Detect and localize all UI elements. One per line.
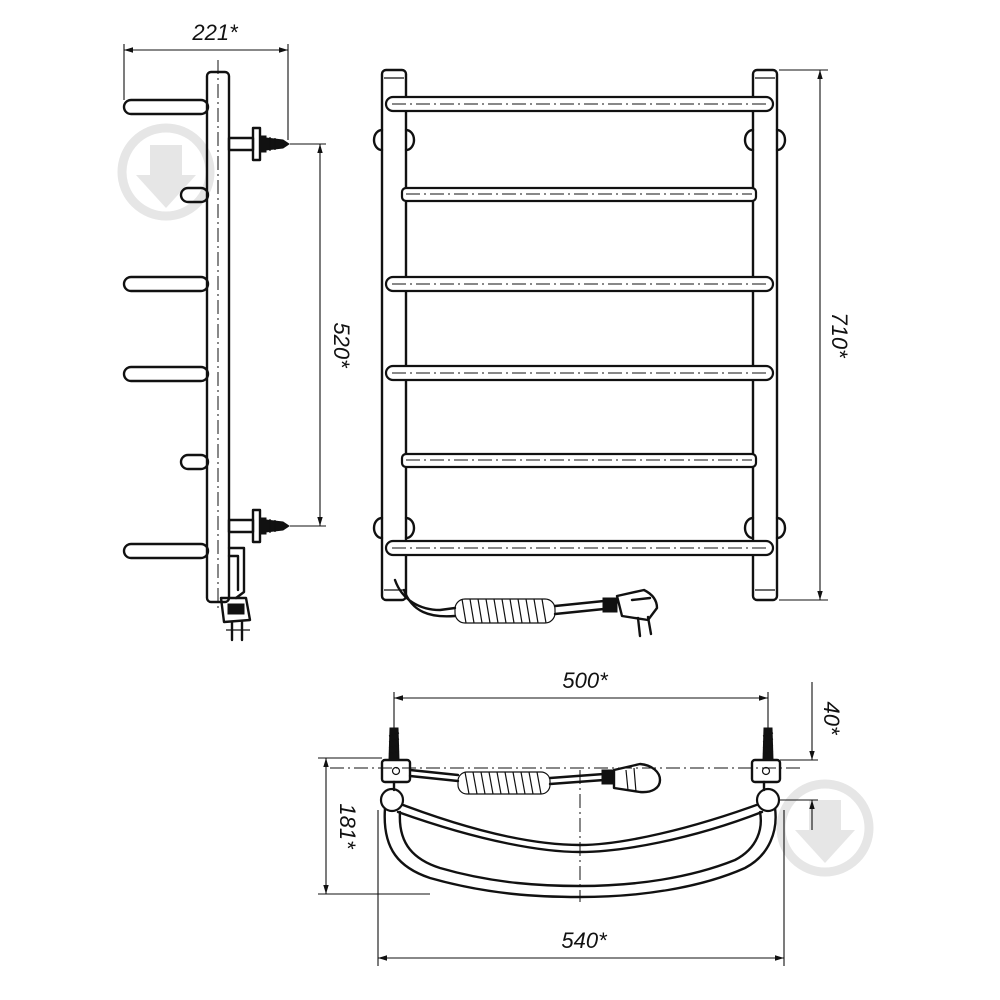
plug-top-icon <box>601 762 662 794</box>
dimension-height: 710* <box>779 69 852 601</box>
top-view <box>330 727 800 902</box>
coiled-cable-top <box>457 771 551 795</box>
dimension-label-width: 540* <box>561 928 608 953</box>
dimension-label-mount-spacing: 520* <box>329 322 354 369</box>
coiled-cable <box>454 598 556 624</box>
dimension-label-wall-gap: 40* <box>819 701 844 735</box>
plug-icon <box>602 588 659 638</box>
dimension-label-height: 710* <box>827 312 852 359</box>
dimension-label-top-depth: 181* <box>335 803 360 850</box>
watermark-icon-top-left <box>117 123 215 221</box>
dimension-wall-gap: 40* <box>780 682 844 830</box>
dimension-side-depth: 221* <box>123 20 289 140</box>
dimension-mount-width: 500* <box>393 668 769 728</box>
side-view <box>122 60 290 642</box>
watermark-icon-bottom-right <box>776 779 874 877</box>
dimension-label-mount-width: 500* <box>562 668 609 693</box>
dimension-mount-spacing: 520* <box>290 143 354 527</box>
dimension-label-side-depth: 221* <box>191 20 239 45</box>
dimension-width: 540* <box>377 810 785 966</box>
dimension-top-depth: 181* <box>318 757 430 895</box>
front-view <box>372 68 787 638</box>
